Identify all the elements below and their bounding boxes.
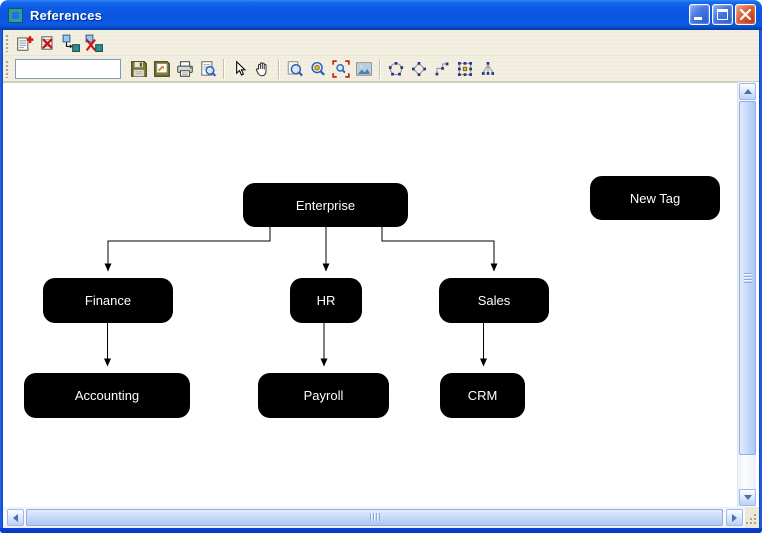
pan-hand-button[interactable] (251, 57, 274, 80)
arrow-left-icon (13, 513, 18, 522)
grid-layout-button[interactable] (453, 57, 476, 80)
edges-layer (104, 227, 498, 367)
zoom-level-input[interactable] (15, 58, 121, 79)
zoom-actual-size-button[interactable] (306, 57, 329, 80)
print-preview-button[interactable] (196, 57, 219, 80)
maximize-icon (717, 9, 728, 20)
minimize-icon (694, 17, 702, 20)
orthogonal-layout-button[interactable] (430, 57, 453, 80)
minimize-button[interactable] (689, 4, 710, 25)
print-preview-icon (199, 60, 217, 78)
tag-toolbar (3, 30, 759, 56)
export-image-icon (153, 60, 171, 78)
toolbar-grip[interactable] (5, 59, 9, 78)
app-node-icon (9, 8, 22, 22)
arrow-up-icon (743, 89, 752, 94)
arrow-right-icon (732, 513, 737, 522)
resize-grip[interactable] (745, 507, 759, 528)
delete-tag-button[interactable] (36, 31, 59, 54)
node-hr[interactable]: HR (290, 278, 362, 323)
zoom-to-selection-icon (331, 59, 350, 78)
fit-content-button[interactable] (352, 57, 375, 80)
maximize-button[interactable] (712, 4, 733, 25)
close-icon (736, 5, 755, 24)
add-reference-icon (62, 34, 80, 52)
delete-tag-icon (39, 34, 57, 52)
node-finance[interactable]: Finance (43, 278, 173, 323)
window-border-bottom (0, 528, 762, 533)
fit-content-icon (355, 60, 373, 78)
horizontal-scroll-thumb[interactable] (26, 509, 723, 526)
node-payroll[interactable]: Payroll (258, 373, 389, 418)
save-button[interactable] (127, 57, 150, 80)
scroll-down-button[interactable] (739, 489, 756, 506)
grid-layout-icon (456, 60, 474, 78)
tree-layout-button[interactable] (476, 57, 499, 80)
node-crm[interactable]: CRM (440, 373, 525, 418)
node-enterprise[interactable]: Enterprise (243, 183, 408, 227)
vertical-scroll-thumb[interactable] (739, 101, 756, 455)
scroll-right-button[interactable] (726, 509, 743, 526)
tree-layout-icon (479, 60, 497, 78)
zoom-icon (286, 60, 304, 78)
window-title: References (30, 7, 103, 23)
thumb-grip-icon (369, 513, 380, 521)
select-cursor-icon (231, 59, 249, 78)
window-border-left (0, 30, 3, 533)
title-bar[interactable]: References (0, 0, 762, 30)
edge-enterprise-sales (381, 227, 498, 272)
select-cursor-button[interactable] (228, 57, 251, 80)
close-button[interactable] (735, 4, 756, 25)
toolbar-separator (223, 58, 224, 79)
arrow-down-icon (743, 495, 752, 500)
toolbar-separator (379, 58, 380, 79)
add-tag-button[interactable] (13, 31, 36, 54)
toolbar-separator (278, 58, 279, 79)
circular-layout-button[interactable] (384, 57, 407, 80)
edge-enterprise-finance (104, 227, 271, 272)
node-accounting[interactable]: Accounting (24, 373, 190, 418)
node-sales[interactable]: Sales (439, 278, 549, 323)
organic-layout-icon (410, 60, 428, 78)
pan-hand-icon (254, 60, 272, 78)
window-border-right (759, 30, 762, 533)
print-button[interactable] (173, 57, 196, 80)
delete-reference-icon (85, 34, 103, 52)
delete-reference-button[interactable] (82, 31, 105, 54)
horizontal-scrollbar[interactable] (3, 507, 745, 528)
add-tag-icon (16, 34, 34, 52)
circular-layout-icon (387, 60, 405, 78)
zoom-to-selection-button[interactable] (329, 57, 352, 80)
organic-layout-button[interactable] (407, 57, 430, 80)
zoom-button[interactable] (283, 57, 306, 80)
vertical-scrollbar[interactable] (737, 82, 756, 507)
diagram-canvas[interactable]: Enterprise New Tag Finance HR Sales Acco… (3, 82, 756, 507)
resize-grip-icon (754, 522, 756, 524)
print-icon (176, 60, 194, 78)
node-new-tag[interactable]: New Tag (590, 176, 720, 220)
add-reference-button[interactable] (59, 31, 82, 54)
scroll-left-button[interactable] (7, 509, 24, 526)
toolbar-grip[interactable] (5, 33, 9, 52)
thumb-grip-icon (744, 273, 752, 283)
export-image-button[interactable] (150, 57, 173, 80)
scroll-up-button[interactable] (739, 83, 756, 100)
zoom-actual-size-icon (309, 60, 327, 78)
orthogonal-layout-icon (433, 60, 451, 78)
view-toolbar (3, 56, 759, 82)
save-icon (130, 60, 148, 78)
